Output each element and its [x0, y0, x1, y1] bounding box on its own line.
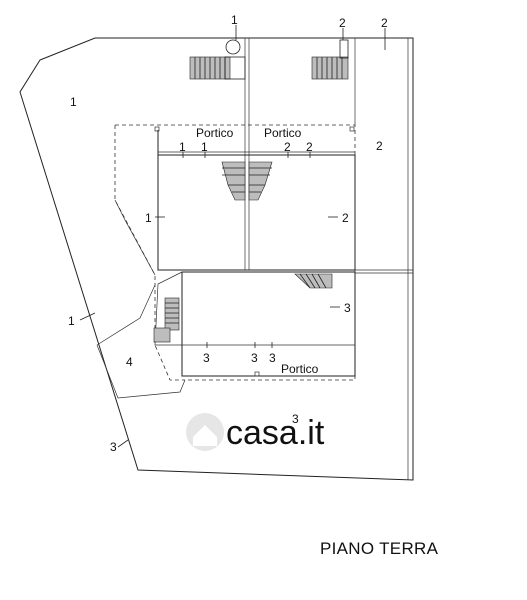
lower-house-wing	[154, 271, 183, 346]
label-lot: 3	[269, 351, 276, 365]
label-lot: 4	[126, 355, 133, 369]
label-lot: 2	[284, 140, 291, 154]
label-lot: 1	[145, 211, 152, 225]
stair-central	[221, 161, 273, 201]
label-lot: 3	[203, 351, 210, 365]
lower-house	[181, 271, 356, 377]
label-lot: 3	[110, 440, 117, 454]
stair-top-left	[189, 39, 246, 80]
plan-caption: PIANO TERRA	[320, 539, 439, 558]
label-lot: 2	[381, 16, 388, 30]
tick	[117, 439, 129, 448]
stair-left-wing	[153, 297, 180, 343]
pillar-mark	[349, 126, 355, 132]
label-lot: 2	[376, 139, 383, 153]
watermark: casa.it	[186, 413, 325, 452]
label-lot: 1	[201, 140, 208, 154]
stair-lower	[294, 273, 333, 289]
label-lot: 3	[251, 351, 258, 365]
upper-houses	[157, 154, 356, 271]
label-lot: 1	[231, 13, 238, 27]
pillar-mark	[254, 371, 260, 377]
watermark-text: casa.it	[226, 414, 325, 452]
lot-1-divider	[114, 199, 156, 276]
label-lot: 2	[306, 140, 313, 154]
label-lot: 3	[292, 412, 299, 426]
label-lot: 1	[179, 140, 186, 154]
label-lot: 1	[70, 95, 77, 109]
label-lot: 2	[342, 211, 349, 225]
house-icon	[186, 413, 224, 451]
label-portico: Portico	[196, 126, 234, 140]
stair-top-right	[311, 39, 349, 80]
label-lot: 3	[344, 301, 351, 315]
tick	[79, 312, 96, 321]
label-lot: 2	[339, 16, 346, 30]
label-portico: Portico	[264, 126, 302, 140]
label-portico: Portico	[281, 362, 319, 376]
site-boundary	[19, 37, 414, 481]
label-lot: 1	[68, 314, 75, 328]
lot-4-boundary	[96, 284, 186, 399]
pillar-mark	[154, 126, 160, 132]
